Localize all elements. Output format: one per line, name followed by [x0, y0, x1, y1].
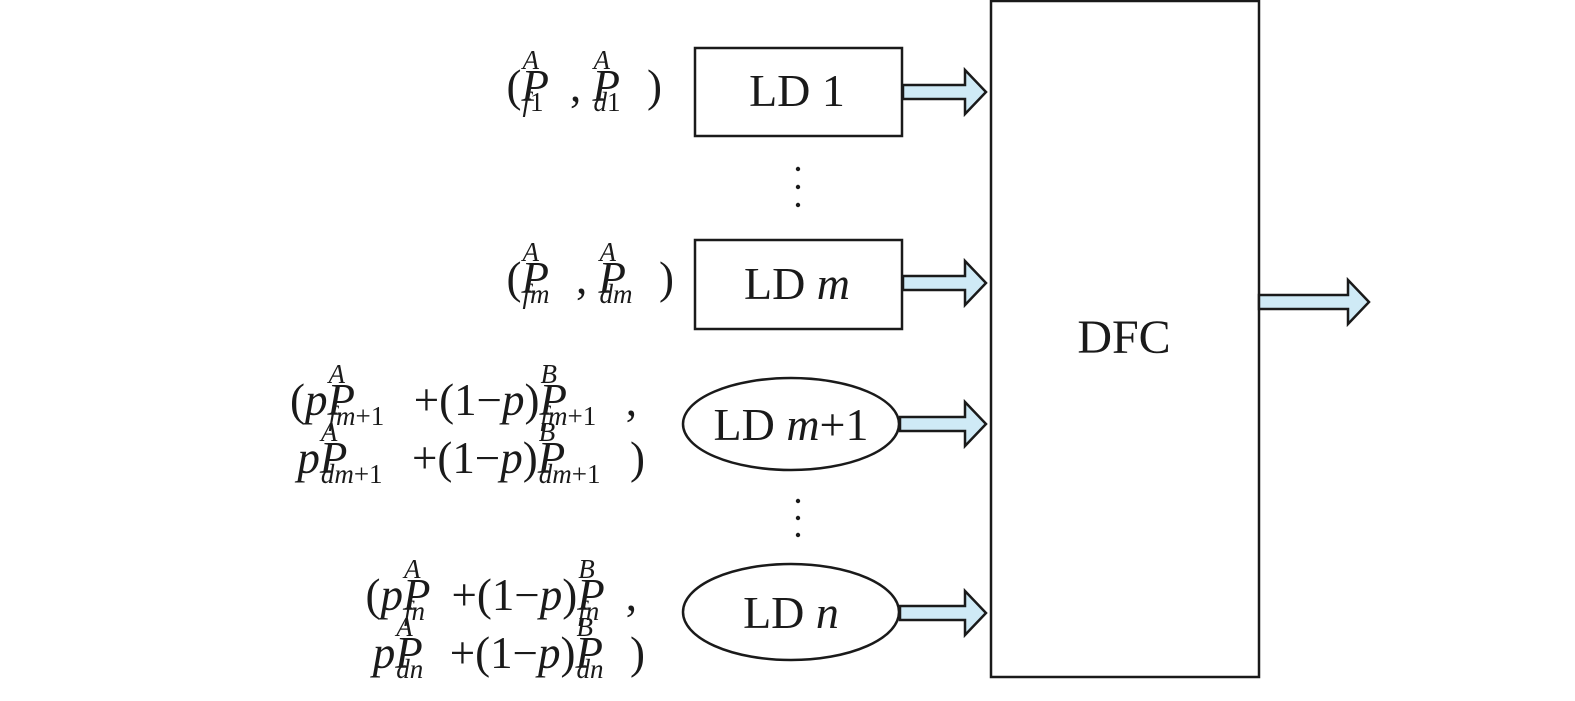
arrow-dfc-output [1257, 276, 1371, 328]
input-expression-ld-n: (pPAfnfn+(1−p)PBfnfn, pPAdndn+(1−p)PBdnd… [290, 554, 645, 685]
arrow-ld-m-to-dfc [901, 257, 988, 309]
ld-m-plus-1-label: LD m+1 [713, 399, 868, 450]
ld-m-label: LD m [744, 258, 850, 309]
dfc-box [989, 0, 1261, 679]
ld-n-label: LD n [743, 587, 839, 638]
expr-ld-n-line-1: (pPAfnfn+(1−p)PBfnfn, [365, 554, 637, 626]
ld-1-box [693, 46, 904, 138]
expr-ld-n-line-2: pPAdndn+(1−p)PBdndn) [372, 612, 645, 684]
input-expression-ld-m: (PAfmfm, PAdmdm) [506, 237, 675, 309]
input-expression-ld-1: (PAf1f1, PAd1d1) [506, 45, 662, 117]
dfc-label: DFC [1077, 311, 1170, 364]
ellipsis-dots-upper [795, 166, 801, 208]
arrow-ld-n-to-dfc [898, 587, 988, 639]
ld-1-label: LD 1 [749, 65, 845, 116]
arrow-ld-1-to-dfc [901, 66, 988, 118]
ld-m-box [693, 238, 904, 331]
ellipsis-dots-lower [795, 498, 801, 538]
arrow-ld-m-plus-1-to-dfc [898, 398, 988, 450]
